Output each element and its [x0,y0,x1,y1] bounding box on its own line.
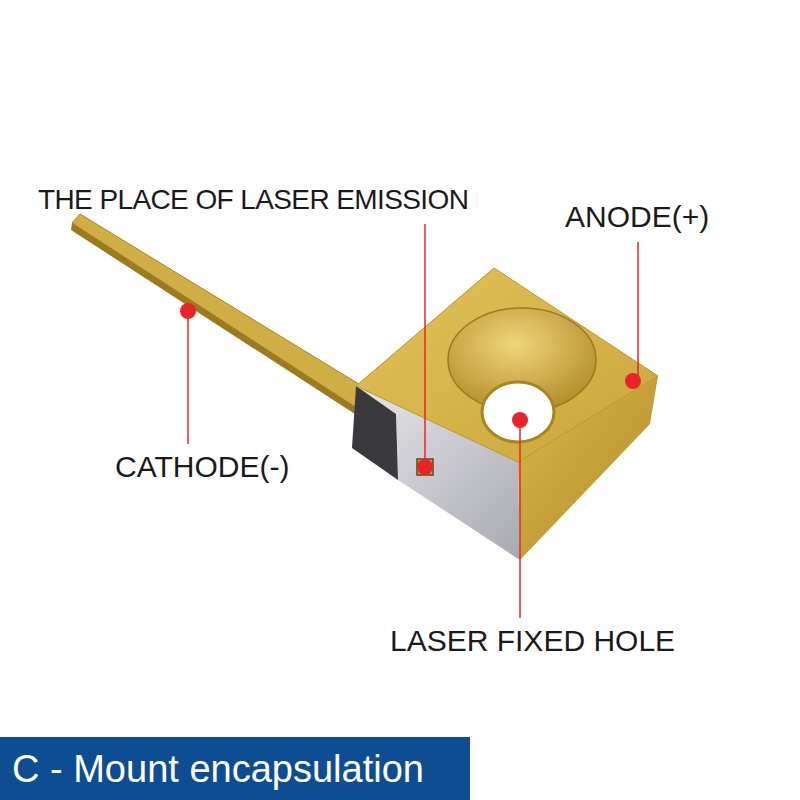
laser-chip [417,459,433,475]
leader-line [519,420,521,618]
part-label: CATHODE(-) [115,452,289,482]
callout-dot [625,373,641,389]
leader-line [187,311,189,444]
fixed-hole [482,382,554,442]
caption-bar: C - Mount encapsulation [0,737,470,800]
block-top [356,268,658,462]
leader-line [424,224,426,462]
callout-dot [180,303,196,319]
part-label: ANODE(+) [565,202,709,232]
caption-text: C - Mount encapsulation [0,750,438,788]
part-label: LASER FIXED HOLE [390,626,675,656]
callout-dot [417,459,433,475]
cathode-lead-edge [71,223,360,416]
callout-dot [512,412,528,428]
leader-line [637,242,639,376]
part-label: THE PLACE OF LASER EMISSION [38,186,468,214]
cathode-lead [72,214,372,410]
